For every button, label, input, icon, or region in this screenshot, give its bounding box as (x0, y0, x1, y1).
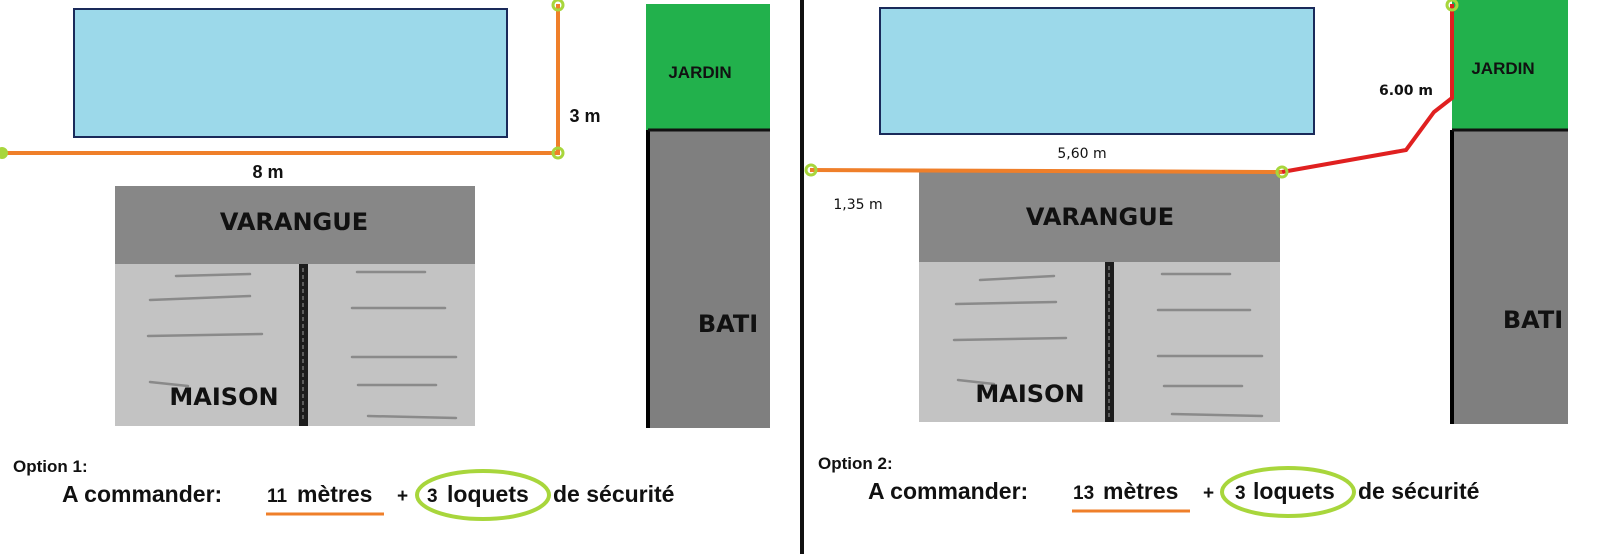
meters-unit-2: mètres (1103, 478, 1178, 504)
option-caption-2: Option 2: (818, 454, 893, 473)
building-label-1: BATI (698, 310, 758, 338)
latch-count-1: 3 (427, 486, 438, 507)
house-label-2: MAISON (975, 380, 1084, 408)
dimension-left-2: 1,35 m (833, 197, 882, 213)
house-texture-lines-2 (952, 272, 1264, 418)
dimension-horizontal-2: 5,60 m (1057, 146, 1106, 162)
option-1-panel: JARDIN BATI VARANGUE MAISON 3 m (0, 0, 770, 521)
house-divider-2 (1105, 262, 1114, 422)
house-1 (115, 264, 475, 426)
latch-suffix-1: de sécurité (553, 481, 674, 507)
garden-label-1: JARDIN (668, 63, 731, 82)
latch-word-2: loquets (1253, 478, 1335, 504)
latch-count-2: 3 (1235, 483, 1246, 504)
meters-value-2: 13 (1073, 483, 1094, 504)
veranda-1 (115, 186, 475, 264)
garden-label-2: JARDIN (1471, 59, 1534, 78)
fence-orange-2 (809, 168, 1283, 174)
dimension-horizontal-1: 8 m (252, 162, 283, 182)
fence-post-2b (1275, 165, 1289, 179)
building-label-2: BATI (1503, 306, 1563, 334)
latch-highlight-2 (1220, 466, 1356, 518)
house-label-1: MAISON (169, 383, 278, 411)
order-prefix-1: A commander: (62, 481, 222, 507)
building-2 (1452, 130, 1568, 424)
dimension-vertical-1: 3 m (569, 106, 600, 126)
fence-red-2 (1281, 4, 1454, 174)
veranda-label-2: VARANGUE (1026, 203, 1174, 231)
latch-word-1: loquets (447, 481, 529, 507)
fence-post-2a (804, 163, 818, 177)
meters-value-1: 11 (267, 486, 288, 507)
option-caption-1: Option 1: (13, 457, 88, 476)
latch-highlight-1 (415, 469, 551, 521)
veranda-label-1: VARANGUE (220, 208, 368, 236)
plus-sign-1: + (397, 486, 408, 507)
plus-sign-2: + (1203, 483, 1214, 504)
garden-2 (1452, 0, 1568, 130)
option-2-panel: JARDIN BATI VARANGUE MAISON (804, 0, 1568, 518)
fence-post-1a (0, 147, 8, 159)
latch-suffix-2: de sécurité (1358, 478, 1479, 504)
order-prefix-2: A commander: (868, 478, 1028, 504)
pool-1 (73, 8, 508, 138)
fence-post-1b (551, 146, 565, 160)
house-2 (919, 262, 1280, 422)
meters-unit-1: mètres (297, 481, 372, 507)
fence-post-1c (551, 0, 565, 12)
garden-1 (646, 4, 770, 130)
pool-2 (879, 7, 1315, 135)
dimension-diagonal-2: 6.00 m (1379, 83, 1433, 99)
building-1 (648, 130, 770, 428)
fence-orange-1 (0, 4, 560, 155)
veranda-2 (919, 172, 1280, 262)
fence-post-2c (1445, 0, 1459, 12)
house-texture-lines-1 (146, 270, 458, 420)
